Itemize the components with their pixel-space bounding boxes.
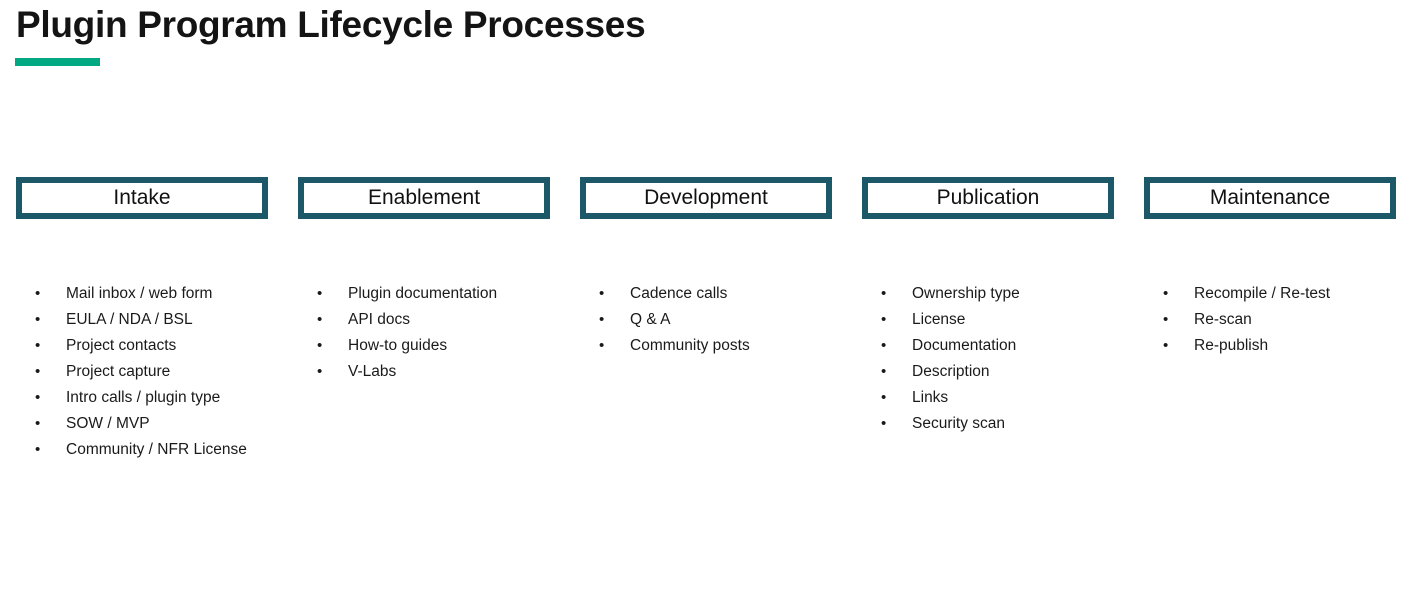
list-item-label: Re-publish	[1194, 337, 1269, 354]
bullet-icon: •	[881, 337, 887, 354]
list-item-label: API docs	[348, 311, 411, 328]
list-item: • Description	[862, 359, 1114, 385]
bullet-icon: •	[35, 389, 41, 406]
bullet-icon: •	[35, 363, 41, 380]
bullet-icon: •	[881, 389, 887, 406]
list-item: • Documentation	[862, 333, 1114, 359]
bullet-icon: •	[599, 311, 605, 328]
list-item-label: Mail inbox / web form	[66, 285, 213, 302]
list-item: • API docs	[298, 307, 550, 333]
list-item-label: V-Labs	[348, 363, 397, 380]
list-item: • Ownership type	[862, 281, 1114, 307]
list-item: • Cadence calls	[580, 281, 832, 307]
stage-item-list: • Recompile / Re-test • Re-scan • Re-pub…	[1144, 281, 1396, 359]
bullet-icon: •	[881, 285, 887, 302]
bullet-icon: •	[35, 415, 41, 432]
list-item-label: How-to guides	[348, 337, 448, 354]
list-item-label: Links	[912, 389, 949, 406]
list-item: • Community / NFR License	[16, 437, 268, 463]
bullet-icon: •	[317, 337, 323, 354]
list-item-label: Intro calls / plugin type	[66, 389, 221, 406]
stage-header-box: Maintenance	[1144, 177, 1396, 219]
bullet-icon: •	[1163, 311, 1169, 328]
stage-item-list: • Mail inbox / web form • EULA / NDA / B…	[16, 281, 268, 463]
list-item: • Links	[862, 385, 1114, 411]
bullet-icon: •	[881, 415, 887, 432]
list-item-label: Documentation	[912, 337, 1017, 354]
stage-header-box: Intake	[16, 177, 268, 219]
bullet-icon: •	[1163, 285, 1169, 302]
bullet-icon: •	[35, 285, 41, 302]
list-item: • Plugin documentation	[298, 281, 550, 307]
list-item-label: Security scan	[912, 415, 1006, 432]
list-item-label: Recompile / Re-test	[1194, 285, 1331, 302]
list-item: • Project contacts	[16, 333, 268, 359]
stage-item-list: • Plugin documentation • API docs • How-…	[298, 281, 550, 385]
list-item-label: Project contacts	[66, 337, 177, 354]
stage-header-label: Enablement	[367, 186, 481, 209]
list-item-label: Re-scan	[1194, 311, 1252, 328]
stage-header-box: Development	[580, 177, 832, 219]
stage-header-box: Enablement	[298, 177, 550, 219]
list-item: • Security scan	[862, 411, 1114, 437]
list-item-label: License	[912, 311, 966, 328]
list-item-label: Plugin documentation	[348, 285, 498, 302]
list-item: • How-to guides	[298, 333, 550, 359]
list-item: • EULA / NDA / BSL	[16, 307, 268, 333]
bullet-icon: •	[599, 285, 605, 302]
stage-header-label: Development	[644, 186, 768, 209]
list-item: • Recompile / Re-test	[1144, 281, 1396, 307]
lifecycle-column-intake: Intake • Mail inbox / web form • EULA / …	[16, 177, 268, 463]
list-item: • License	[862, 307, 1114, 333]
list-item-label: Project capture	[66, 363, 171, 380]
bullet-icon: •	[1163, 337, 1169, 354]
lifecycle-columns: Intake • Mail inbox / web form • EULA / …	[16, 177, 1396, 463]
bullet-icon: •	[317, 363, 323, 380]
list-item-label: Cadence calls	[630, 285, 728, 302]
list-item-label: Ownership type	[912, 285, 1020, 302]
list-item-label: Description	[912, 363, 990, 380]
stage-header-label: Intake	[113, 186, 171, 209]
list-item-label: Q & A	[630, 311, 671, 328]
list-item-label: Community posts	[630, 337, 750, 354]
lifecycle-column-development: Development • Cadence calls • Q & A • Co…	[580, 177, 832, 463]
stage-header-label: Publication	[936, 186, 1040, 209]
bullet-icon: •	[599, 337, 605, 354]
list-item: • Q & A	[580, 307, 832, 333]
stage-item-list: • Ownership type • License • Documentati…	[862, 281, 1114, 437]
list-item: • Re-scan	[1144, 307, 1396, 333]
list-item: • Intro calls / plugin type	[16, 385, 268, 411]
list-item: • Project capture	[16, 359, 268, 385]
stage-header-label: Maintenance	[1209, 186, 1331, 209]
bullet-icon: •	[317, 285, 323, 302]
list-item-label: SOW / MVP	[66, 415, 150, 432]
list-item: • Re-publish	[1144, 333, 1396, 359]
list-item: • V-Labs	[298, 359, 550, 385]
list-item: • Community posts	[580, 333, 832, 359]
list-item: • Mail inbox / web form	[16, 281, 268, 307]
lifecycle-column-maintenance: Maintenance • Recompile / Re-test • Re-s…	[1144, 177, 1396, 463]
bullet-icon: •	[317, 311, 323, 328]
bullet-icon: •	[35, 337, 41, 354]
list-item: • SOW / MVP	[16, 411, 268, 437]
bullet-icon: •	[881, 311, 887, 328]
lifecycle-column-enablement: Enablement • Plugin documentation • API …	[298, 177, 550, 463]
stage-header-box: Publication	[862, 177, 1114, 219]
bullet-icon: •	[35, 441, 41, 458]
lifecycle-column-publication: Publication • Ownership type • License •…	[862, 177, 1114, 463]
bullet-icon: •	[881, 363, 887, 380]
page-title: Plugin Program Lifecycle Processes	[16, 4, 646, 45]
list-item-label: EULA / NDA / BSL	[66, 311, 193, 328]
stage-item-list: • Cadence calls • Q & A • Community post…	[580, 281, 832, 359]
bullet-icon: •	[35, 311, 41, 328]
list-item-label: Community / NFR License	[66, 441, 247, 458]
title-accent-rule	[15, 58, 100, 66]
